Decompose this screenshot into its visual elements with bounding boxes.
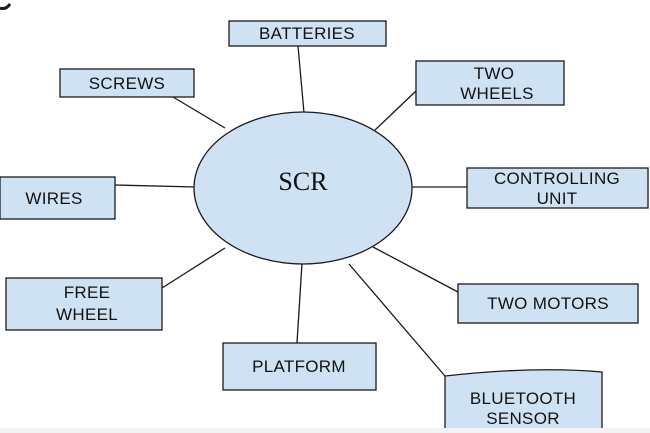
node-controlling-unit-box — [466, 167, 649, 209]
node-bluetooth-sensor-label-line2: SENSOR — [486, 409, 560, 428]
node-batteries-box — [228, 20, 387, 47]
node-wires-box — [0, 176, 116, 220]
node-two-motors-label: TWO MOTORS — [487, 294, 609, 313]
node-batteries-label: BATTERIES — [259, 24, 355, 43]
node-two-wheels-box — [415, 60, 565, 106]
node-platform-box — [222, 342, 377, 391]
node-free-wheel-label-line2: WHEEL — [56, 305, 118, 324]
node-two-wheels: TWO WHEELS — [415, 60, 565, 106]
node-screws: SCREWS — [59, 68, 195, 98]
node-free-wheel-box — [5, 277, 163, 331]
node-screws-box — [59, 68, 195, 98]
node-wires-label: WIRES — [25, 189, 82, 208]
node-batteries: BATTERIES — [228, 20, 387, 47]
center-node: SCR — [193, 111, 413, 265]
node-wires: WIRES — [0, 176, 116, 220]
connectors — [114, 45, 467, 377]
node-platform-label: PLATFORM — [252, 357, 346, 376]
connector-batteries — [297, 45, 305, 114]
node-free-wheel-label-line1: FREE — [64, 283, 111, 302]
node-two-motors: TWO MOTORS — [457, 283, 639, 324]
node-controlling-unit-label-line2: UNIT — [537, 189, 578, 208]
node-controlling-unit-label-line1: CONTROLLING — [494, 169, 620, 188]
node-two-wheels-label-line1: TWO — [474, 64, 515, 83]
node-controlling-unit: CONTROLLING UNIT — [466, 167, 649, 209]
center-label: SCR — [278, 167, 328, 196]
node-bluetooth-sensor: BLUETOOTH SENSOR — [444, 369, 603, 431]
node-free-wheel: FREE WHEEL — [5, 277, 163, 331]
connector-free-wheel — [161, 247, 226, 289]
connector-platform — [296, 262, 303, 344]
corner-artifact — [0, 3, 12, 10]
node-two-motors-box — [457, 283, 639, 324]
bottom-edge-band — [0, 428, 650, 433]
connector-two-motors — [372, 246, 459, 293]
connector-wires — [114, 184, 197, 188]
connector-screws — [172, 96, 226, 129]
node-screws-label: SCREWS — [89, 74, 165, 93]
connector-two-wheels — [374, 90, 417, 131]
node-two-wheels-label-line2: WHEELS — [460, 84, 534, 103]
center-ellipse — [193, 111, 413, 265]
node-bluetooth-sensor-shape — [444, 369, 603, 431]
connector-bluetooth-sensor — [348, 263, 446, 377]
node-platform: PLATFORM — [222, 342, 377, 391]
node-bluetooth-sensor-label-line1: BLUETOOTH — [470, 389, 576, 408]
